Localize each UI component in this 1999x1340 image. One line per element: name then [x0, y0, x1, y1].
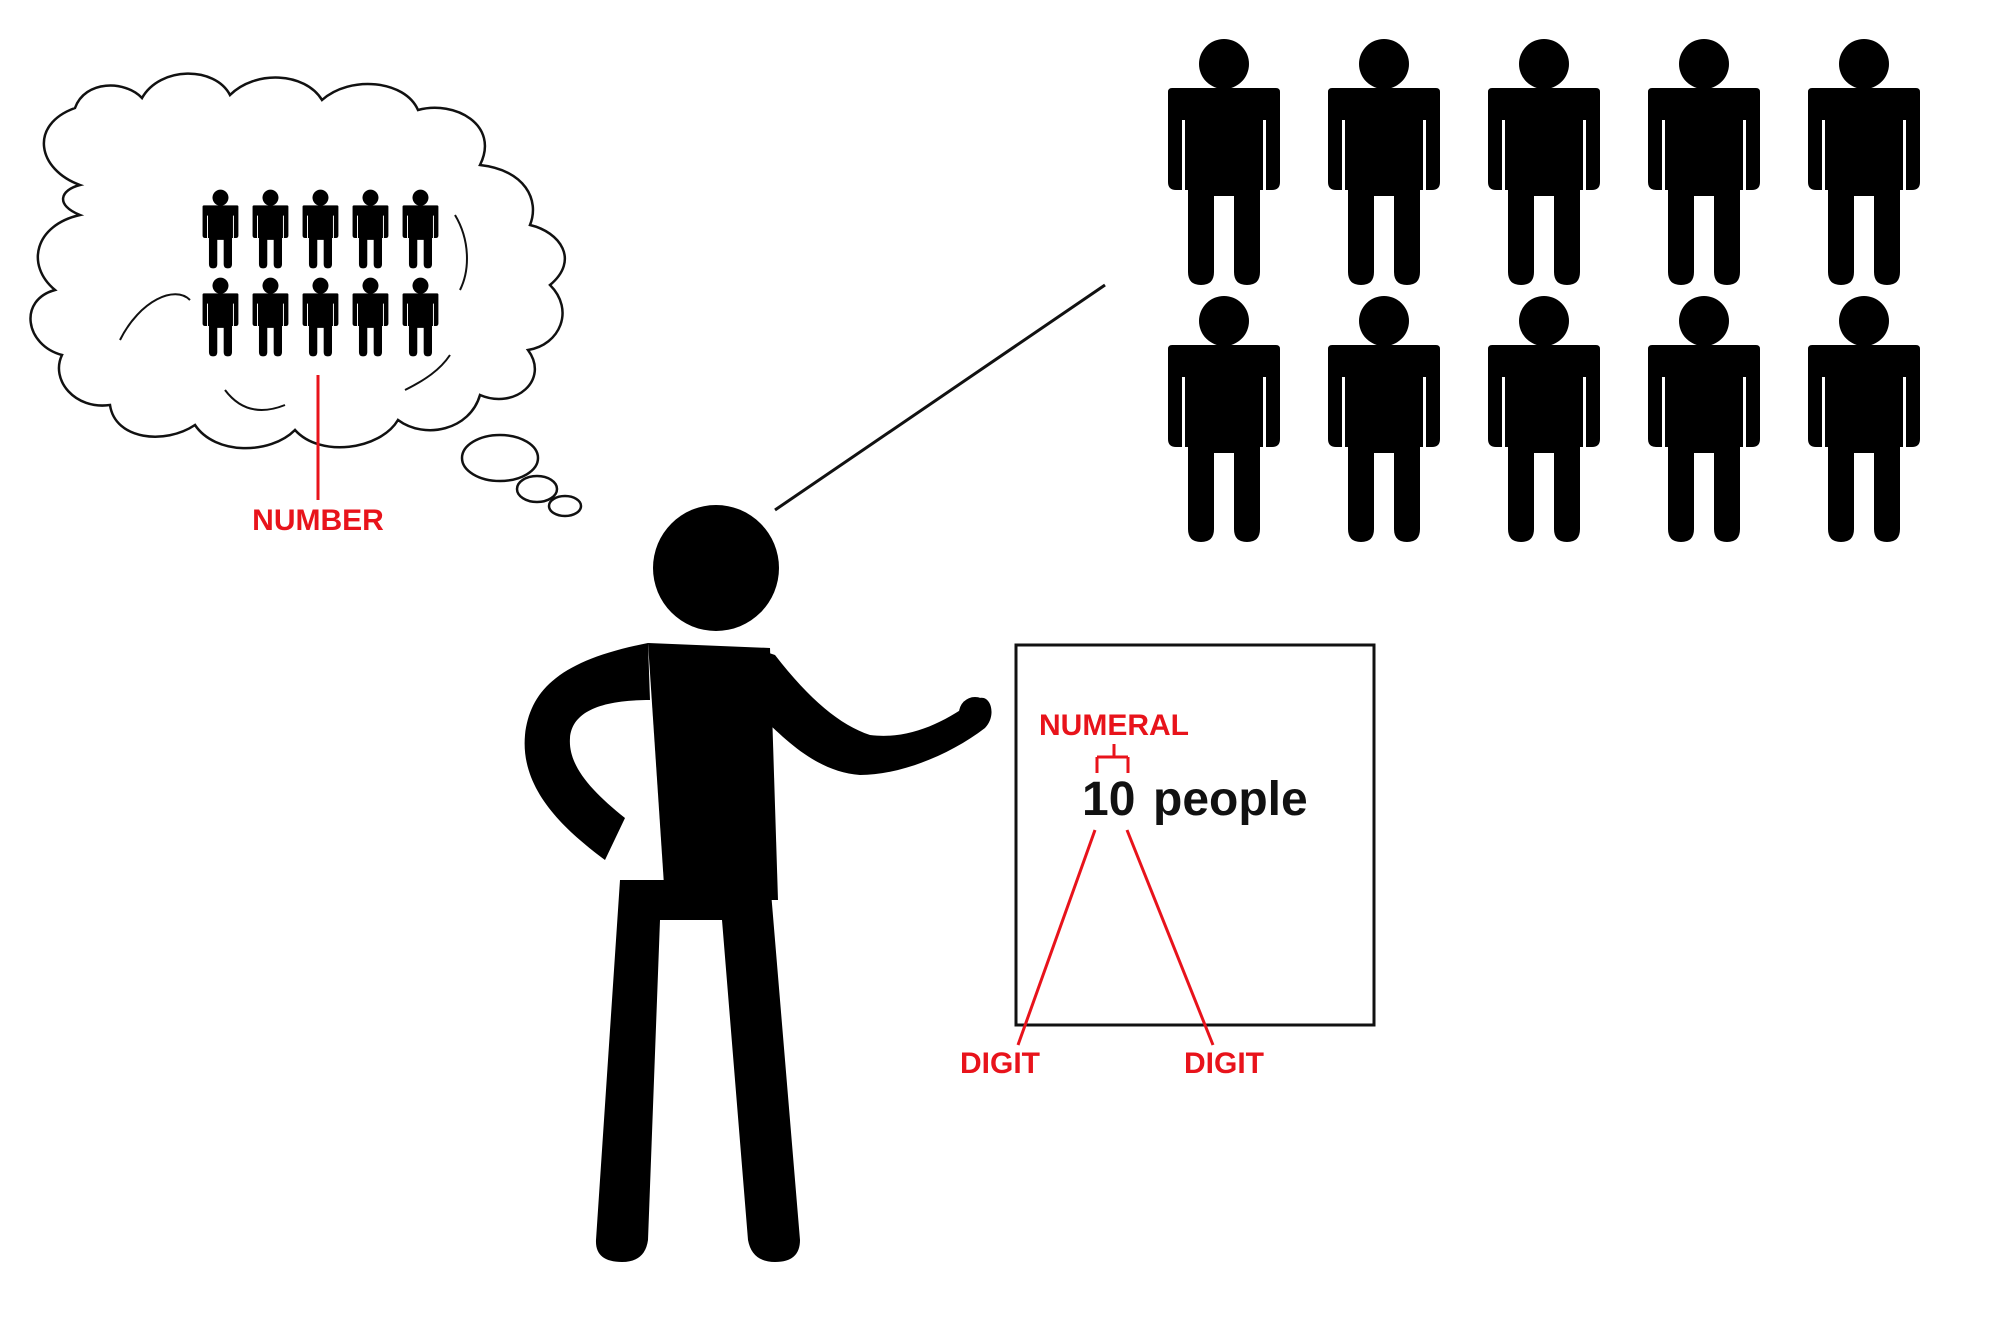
- thought-bubble-medium: [515, 474, 559, 504]
- crowd-person-icon: [1808, 296, 1920, 542]
- crowd-person-icon: [1328, 296, 1440, 542]
- crowd-person-icon: [1328, 39, 1440, 285]
- numeral-label: NUMERAL: [1039, 709, 1189, 742]
- digit-left-label: DIGIT: [960, 1047, 1040, 1080]
- crowd-person-icon: [1648, 39, 1760, 285]
- thought-bubble-small: [547, 494, 583, 518]
- gaze-line: [774, 283, 1106, 512]
- presenter-head: [653, 505, 779, 631]
- noun-text: people: [1153, 773, 1308, 826]
- board: [1014, 643, 1376, 1027]
- presenter-pointing-arm: [760, 650, 992, 775]
- presenter-figure: [524, 505, 992, 1262]
- crowd-person-icon: [1488, 296, 1600, 542]
- digit-right-label: DIGIT: [1184, 1047, 1264, 1080]
- crowd-person-icon: [1168, 296, 1280, 542]
- crowd-group: [1168, 39, 1920, 542]
- crowd-person-icon: [1808, 39, 1920, 285]
- digit-right-line: [1125, 829, 1215, 1046]
- presenter-hand: [959, 697, 991, 729]
- thought-bubble-large: [460, 433, 540, 483]
- crowd-person-icon: [1168, 39, 1280, 285]
- presenter-left-arm: [524, 643, 650, 860]
- number-label: NUMBER: [252, 504, 384, 537]
- presenter-body: [648, 643, 778, 900]
- crowd-person-icon: [1648, 296, 1760, 542]
- crowd-person-icon: [1488, 39, 1600, 285]
- numeral-text: 10: [1082, 773, 1135, 826]
- numeral-bracket: [1095, 744, 1130, 773]
- digit-left-line: [1016, 829, 1097, 1046]
